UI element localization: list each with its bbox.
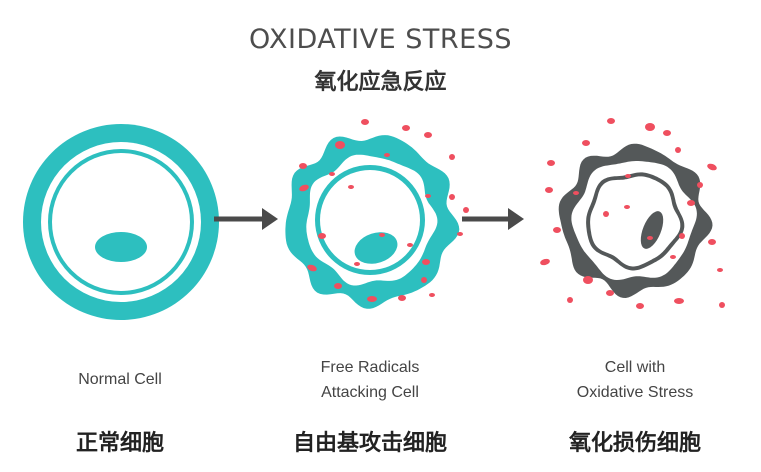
free-radical-dot (449, 154, 455, 160)
free-radical-dot (367, 296, 377, 302)
diagram-title: OXIDATIVE STRESS (249, 24, 512, 55)
free-radical-dot (429, 293, 435, 297)
free-radical-dot (329, 172, 335, 176)
free-radical-dot (463, 207, 469, 213)
free-radical-dot (573, 191, 579, 195)
free-radical-icon (540, 118, 725, 309)
free-radical-dot (687, 200, 695, 206)
stage-label-normal: Normal Cell (78, 371, 162, 388)
normal-cell-icon (23, 124, 219, 320)
free-radical-dot (719, 302, 725, 308)
stage-label-attacking: Free Radicals Attacking Cell (320, 359, 420, 401)
free-radical-dot (354, 262, 360, 266)
free-radical-dot (675, 147, 681, 153)
free-radical-dot (334, 283, 342, 289)
free-radical-dot (547, 160, 555, 166)
free-radical-dot (449, 194, 455, 200)
free-radical-dot (670, 255, 676, 259)
arrow-right-icon (214, 208, 278, 230)
stage-label-stress: Cell with Oxidative Stress (576, 359, 694, 401)
free-radical-dot (545, 187, 553, 193)
free-radical-dot (299, 163, 307, 169)
stage-chinese-normal: 正常细胞 (75, 431, 164, 456)
free-radical-dot (318, 233, 326, 239)
arrow-right-icon (462, 208, 524, 230)
free-radical-dot (407, 243, 413, 247)
free-radical-dot (348, 185, 354, 189)
free-radical-dot (384, 153, 390, 157)
free-radical-dot (424, 132, 432, 138)
nucleus-icon (95, 232, 147, 262)
free-radical-dot (398, 295, 406, 301)
free-radical-dot (647, 236, 653, 240)
free-radical-dot (645, 123, 655, 131)
free-radical-dot (307, 264, 317, 272)
free-radical-dot (624, 205, 630, 209)
free-radical-dot (708, 239, 716, 245)
free-radical-dot (567, 297, 573, 303)
free-radical-dot (674, 298, 684, 304)
free-radical-dot (421, 277, 427, 283)
free-radical-dot (402, 125, 410, 131)
free-radical-dot (361, 119, 369, 125)
free-radical-dot (583, 276, 593, 284)
stage-chinese-stress: 氧化损伤细胞 (568, 431, 701, 456)
nucleus-icon (640, 211, 664, 249)
free-radical-dot (697, 182, 703, 188)
free-radical-dot (379, 233, 385, 237)
attacked-cell-icon (285, 119, 469, 309)
stage-chinese-attacking: 自由基攻击细胞 (292, 431, 447, 456)
free-radical-dot (606, 290, 614, 296)
free-radical-dot (457, 232, 463, 236)
free-radical-dot (717, 268, 723, 272)
free-radical-dot (425, 194, 431, 198)
nucleus-icon (354, 232, 398, 264)
free-radical-dot (540, 258, 550, 266)
free-radical-dot (679, 233, 685, 239)
free-radical-dot (582, 140, 590, 146)
free-radical-dot (553, 227, 561, 233)
free-radical-dot (625, 174, 631, 178)
free-radical-dot (707, 163, 717, 171)
free-radical-icon (299, 119, 469, 302)
free-radical-dot (663, 130, 671, 136)
free-radical-dot (422, 259, 430, 265)
free-radical-dot (607, 118, 615, 124)
diagram-subtitle: 氧化应急反应 (314, 70, 447, 95)
free-radical-dot (299, 184, 309, 192)
free-radical-dot (335, 141, 345, 149)
free-radical-dot (603, 211, 609, 217)
free-radical-dot (636, 303, 644, 309)
stressed-cell-icon (540, 118, 725, 309)
